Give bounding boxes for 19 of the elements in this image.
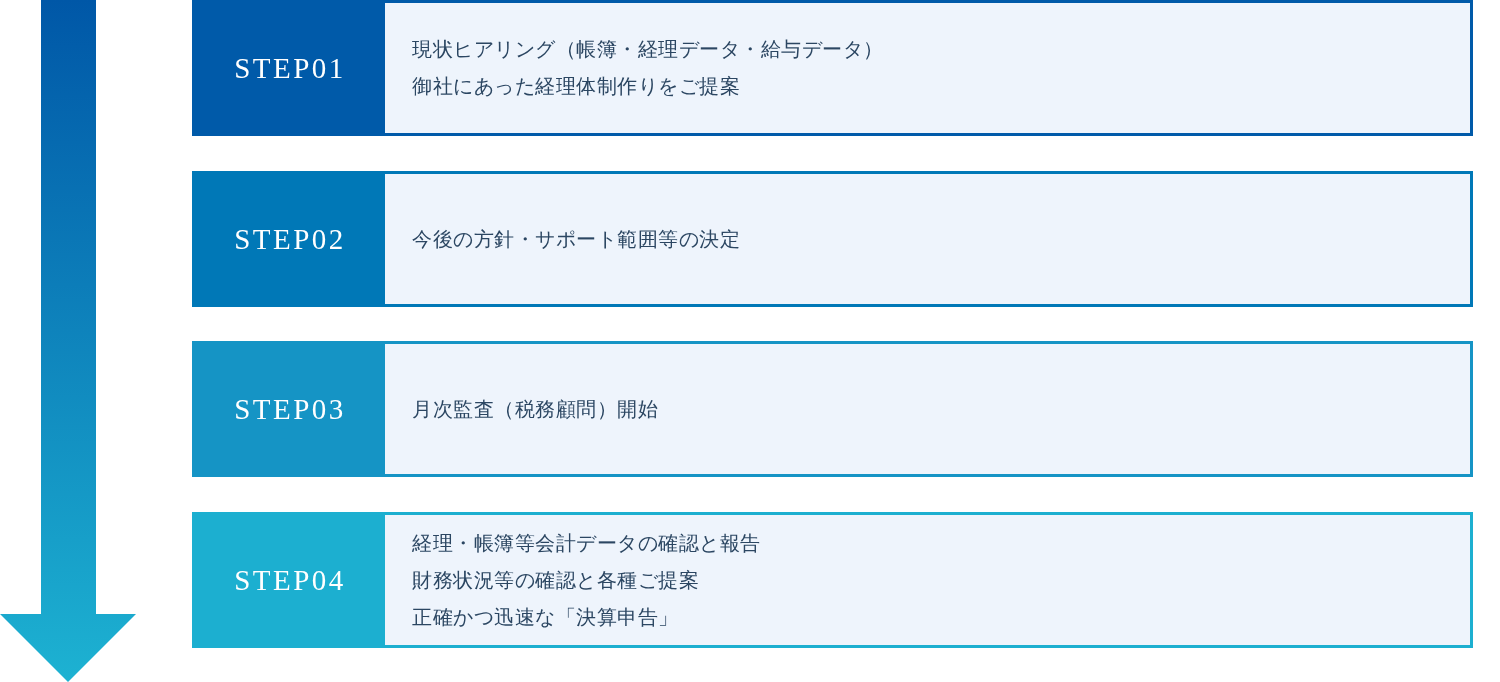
step-label: STEP02 bbox=[234, 221, 346, 257]
step-description: 現状ヒアリング（帳簿・経理データ・給与データ） bbox=[412, 36, 884, 63]
step-description: 経理・帳簿等会計データの確認と報告 bbox=[412, 529, 761, 557]
step-panel bbox=[192, 341, 1473, 477]
step-description: 御社にあった経理体制作りをご提案 bbox=[412, 73, 741, 100]
step-box bbox=[195, 515, 385, 645]
step-box bbox=[195, 344, 385, 474]
step-panel bbox=[192, 171, 1473, 307]
step-box bbox=[195, 174, 385, 304]
step-box bbox=[195, 3, 385, 133]
step-panel bbox=[192, 0, 1473, 136]
step-label: STEP03 bbox=[234, 391, 346, 427]
step-label: STEP01 bbox=[234, 50, 346, 86]
step-description: 財務状況等の確認と各種ご提案 bbox=[412, 566, 700, 594]
step-label: STEP04 bbox=[234, 562, 346, 598]
step-description: 正確かつ迅速な「決算申告」 bbox=[412, 603, 680, 631]
step-panel bbox=[192, 512, 1473, 648]
step-description: 月次監査（税務顧問）開始 bbox=[412, 395, 658, 423]
step-description: 今後の方針・サポート範囲等の決定 bbox=[412, 225, 740, 253]
